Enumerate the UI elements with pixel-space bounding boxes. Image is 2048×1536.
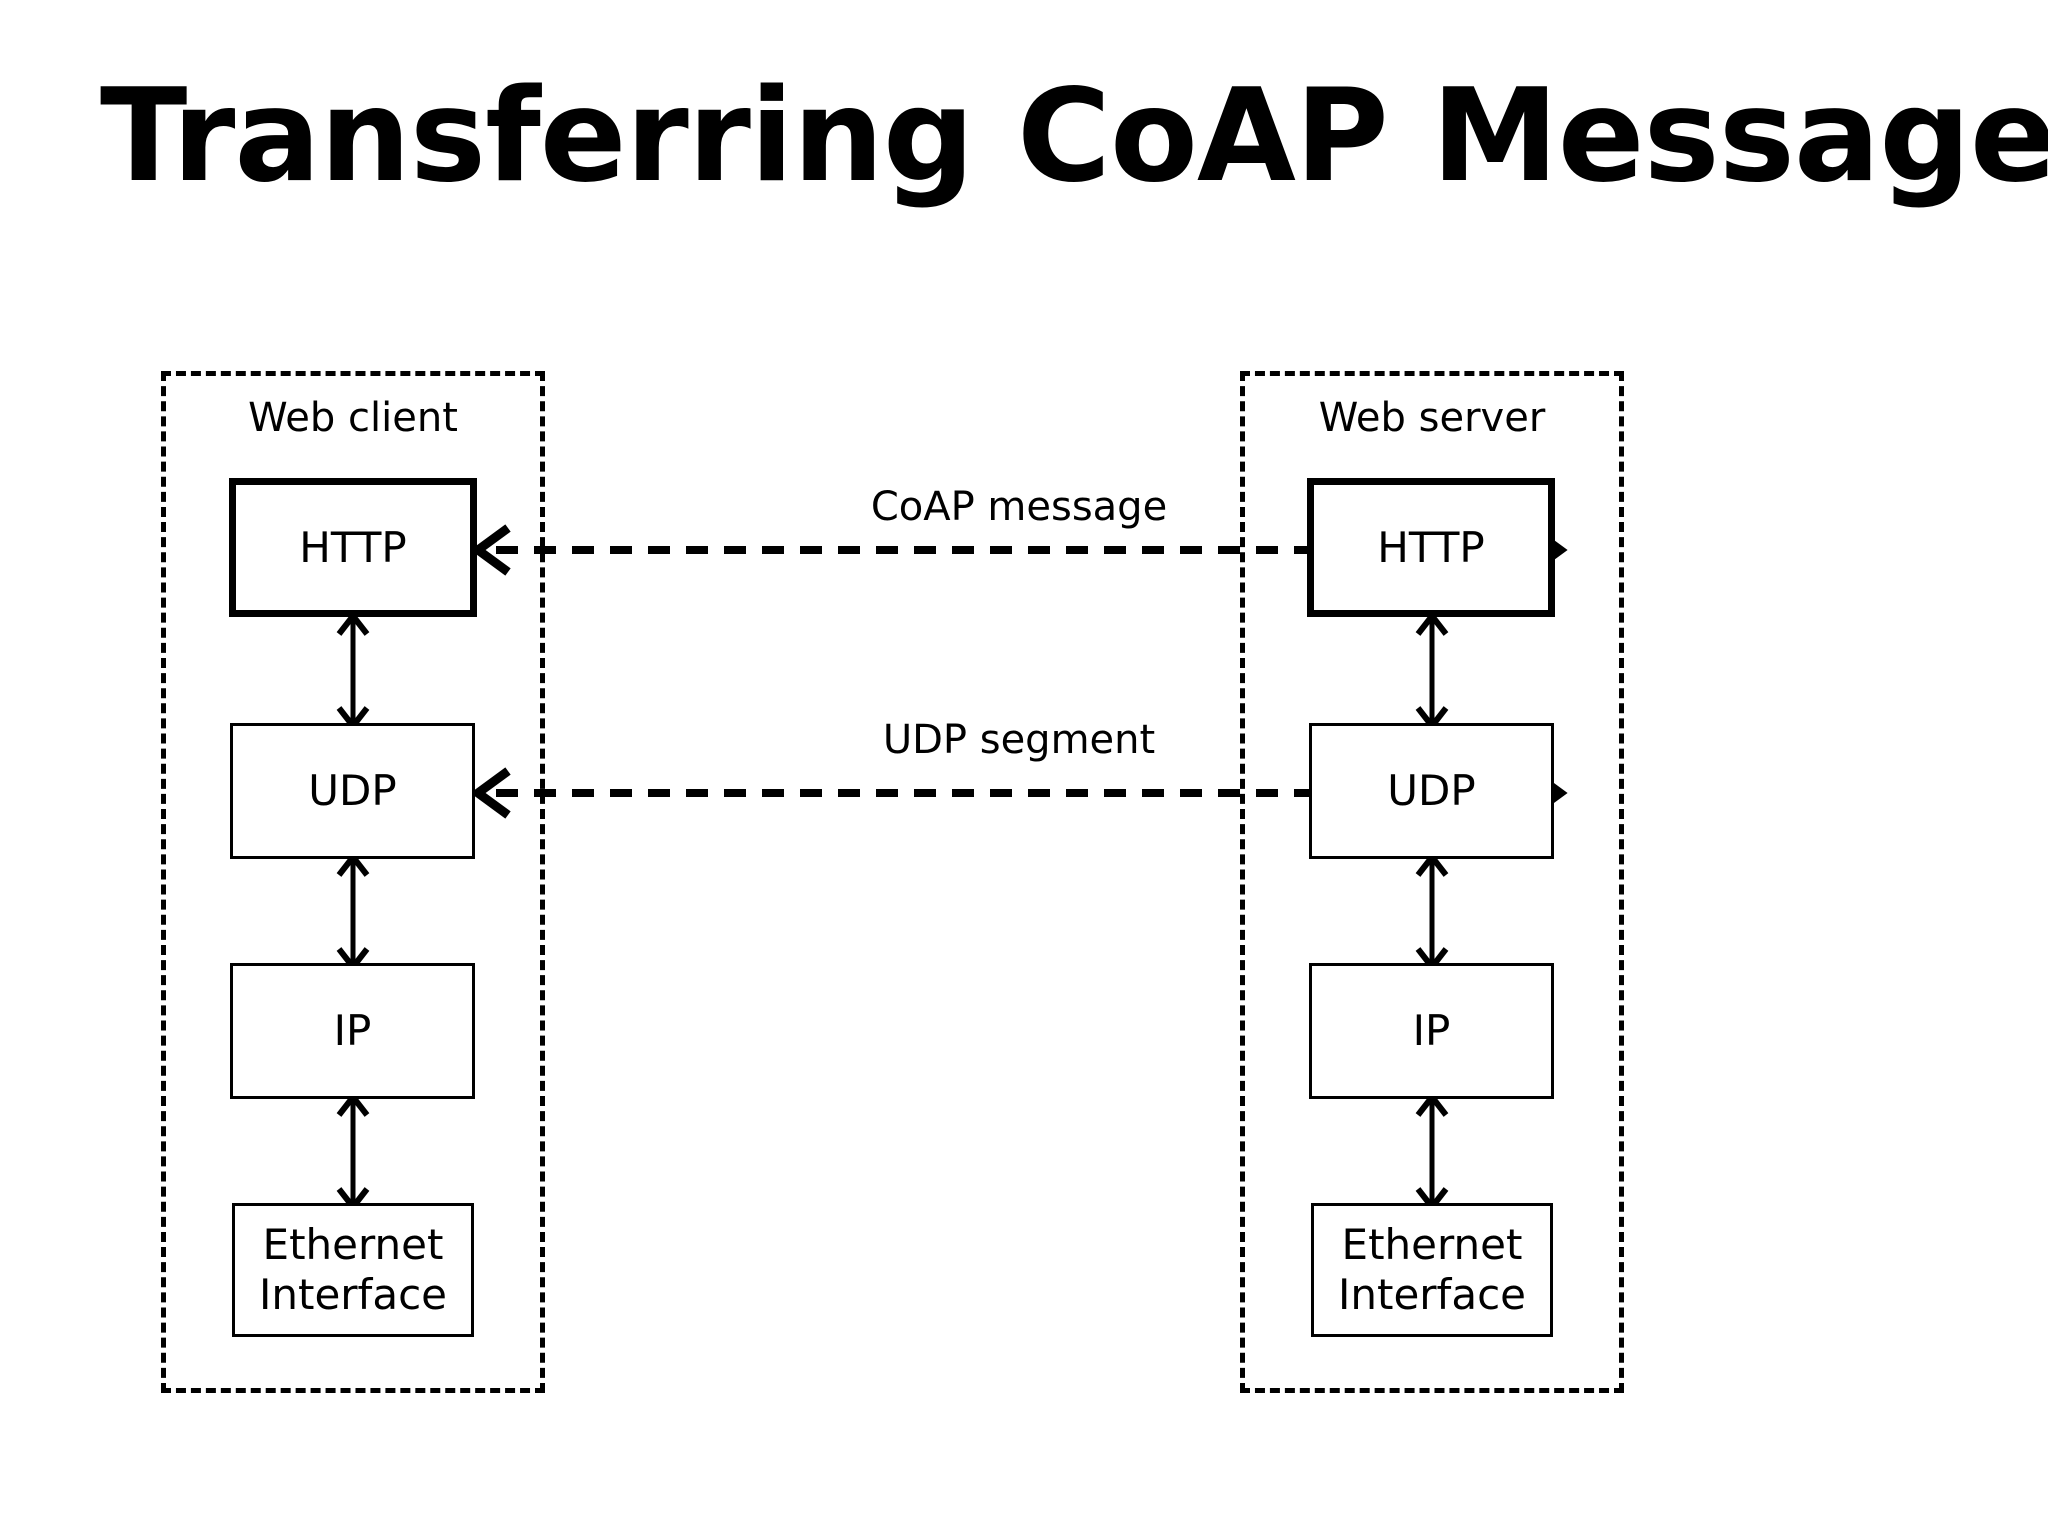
layer-box-client-udp[interactable]: UDP bbox=[230, 723, 475, 859]
vertical-arrow-server-udp-ip bbox=[1415, 853, 1449, 971]
layer-box-server-http[interactable]: HTTP bbox=[1307, 478, 1555, 617]
vertical-arrow-client-udp-ip bbox=[336, 853, 370, 971]
host-label-web-server: Web server bbox=[1318, 395, 1546, 441]
layer-label-client-ethernet: Ethernet Interface bbox=[258, 1220, 448, 1319]
link-label-udp-segment: UDP segment bbox=[882, 717, 1156, 763]
vertical-arrow-client-ip-ethernet bbox=[336, 1093, 370, 1211]
vertical-arrow-server-ip-ethernet bbox=[1415, 1093, 1449, 1211]
layer-label-server-udp: UDP bbox=[1387, 766, 1476, 815]
host-container-web-client bbox=[161, 371, 545, 1393]
layer-label-client-ip: IP bbox=[333, 1006, 372, 1055]
layer-label-client-http: HTTP bbox=[299, 522, 407, 572]
layer-box-client-http[interactable]: HTTP bbox=[229, 478, 477, 617]
host-container-web-server bbox=[1240, 371, 1624, 1393]
layer-label-server-ethernet: Ethernet Interface bbox=[1337, 1220, 1527, 1319]
layer-label-client-udp: UDP bbox=[308, 766, 397, 815]
vertical-arrow-server-http-udp bbox=[1415, 612, 1449, 730]
layer-box-server-udp[interactable]: UDP bbox=[1309, 723, 1554, 859]
layer-label-server-http: HTTP bbox=[1377, 522, 1485, 572]
layer-box-client-ip[interactable]: IP bbox=[230, 963, 475, 1099]
layer-box-client-ethernet[interactable]: Ethernet Interface bbox=[232, 1203, 474, 1337]
host-label-web-client: Web client bbox=[248, 395, 458, 441]
layer-box-server-ethernet[interactable]: Ethernet Interface bbox=[1311, 1203, 1553, 1337]
layer-label-server-ip: IP bbox=[1412, 1006, 1451, 1055]
vertical-arrow-client-http-udp bbox=[336, 612, 370, 730]
page-title: Transferring CoAP Message bbox=[100, 62, 2048, 211]
link-label-coap-message: CoAP message bbox=[870, 484, 1168, 530]
layer-box-server-ip[interactable]: IP bbox=[1309, 963, 1554, 1099]
